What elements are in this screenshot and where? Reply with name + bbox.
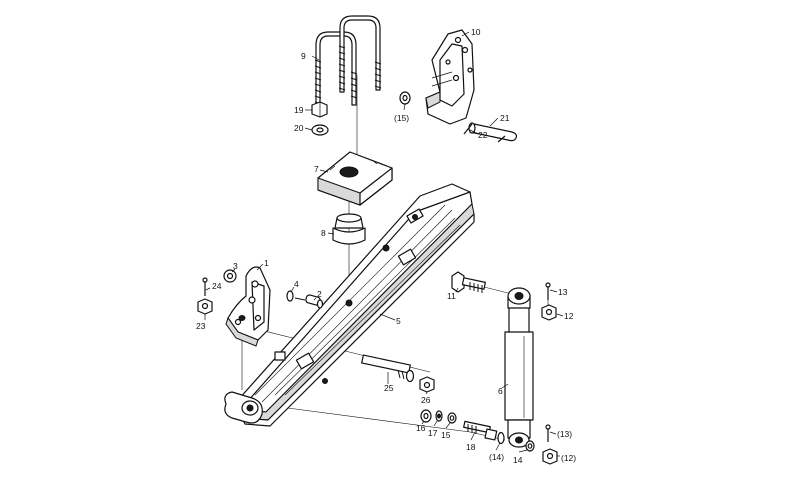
nut-19 (311, 101, 328, 118)
callout-5: 5 (396, 316, 401, 326)
callout-6: 6 (498, 386, 503, 396)
callout-7: 7 (314, 164, 319, 174)
callout-2: 2 (317, 289, 322, 299)
nut-12 (541, 304, 557, 321)
callout-20: 20 (294, 123, 304, 133)
pin-2 (305, 294, 324, 309)
washer-16 (420, 409, 432, 423)
front-hanger-1 (225, 266, 271, 347)
callout-12p: (12) (561, 453, 576, 463)
callout-15: 15 (441, 430, 451, 440)
callout-4: 4 (294, 279, 299, 289)
grease-fitting-24 (202, 277, 208, 296)
cotter-pin-22 (463, 123, 506, 143)
center-bolt-25 (361, 354, 415, 383)
callout-18: 18 (466, 442, 476, 452)
callout-3: 3 (233, 261, 238, 271)
callout-12: 12 (564, 311, 574, 321)
callout-1: 1 (264, 258, 269, 268)
callout-11: 11 (447, 291, 456, 301)
callout-24: 24 (212, 281, 222, 291)
shackle-pin-21 (468, 122, 518, 142)
callout-14: 14 (513, 455, 523, 465)
bolt-11 (451, 271, 486, 293)
clamp-plate-7 (317, 151, 393, 206)
callout-22: 22 (478, 130, 488, 140)
shock-absorber-6 (504, 287, 534, 448)
callout-19: 19 (294, 105, 304, 115)
washer-4 (286, 290, 306, 302)
cotter-13p (545, 424, 551, 442)
callout-13: 13 (558, 287, 568, 297)
washer-14 (525, 440, 535, 452)
nut-26 (419, 376, 435, 393)
callout-25: 25 (384, 383, 394, 393)
washer-17 (435, 410, 443, 422)
callout-21: 21 (500, 113, 510, 123)
callout-17: 17 (428, 428, 438, 438)
washer-15 (447, 412, 457, 424)
callout-9: 9 (301, 51, 306, 61)
callout-labels: 9 10 19 20 7 8 1 3 4 2 24 23 5 6 11 13 1… (196, 27, 576, 465)
callout-26: 26 (421, 395, 431, 405)
callout-15p: (15) (394, 113, 409, 123)
callout-14p: (14) (489, 452, 504, 462)
callout-10: 10 (471, 27, 481, 37)
callout-13p: (13) (557, 429, 572, 439)
callout-16: 16 (416, 423, 426, 433)
callout-8: 8 (321, 228, 326, 238)
leader-lines (204, 31, 564, 457)
callout-23: 23 (196, 321, 206, 331)
u-bolt-pair (314, 15, 382, 111)
bushing-15p (399, 91, 411, 105)
rear-hanger-10 (425, 29, 475, 125)
washer-20 (311, 124, 329, 136)
nut-23 (197, 298, 213, 315)
bolt-18 (463, 420, 505, 445)
cotter-13 (545, 282, 551, 300)
nut-12p (542, 448, 558, 465)
bump-stop-8 (332, 213, 366, 245)
leaf-spring-5 (224, 183, 475, 427)
bushing-3 (223, 269, 237, 283)
